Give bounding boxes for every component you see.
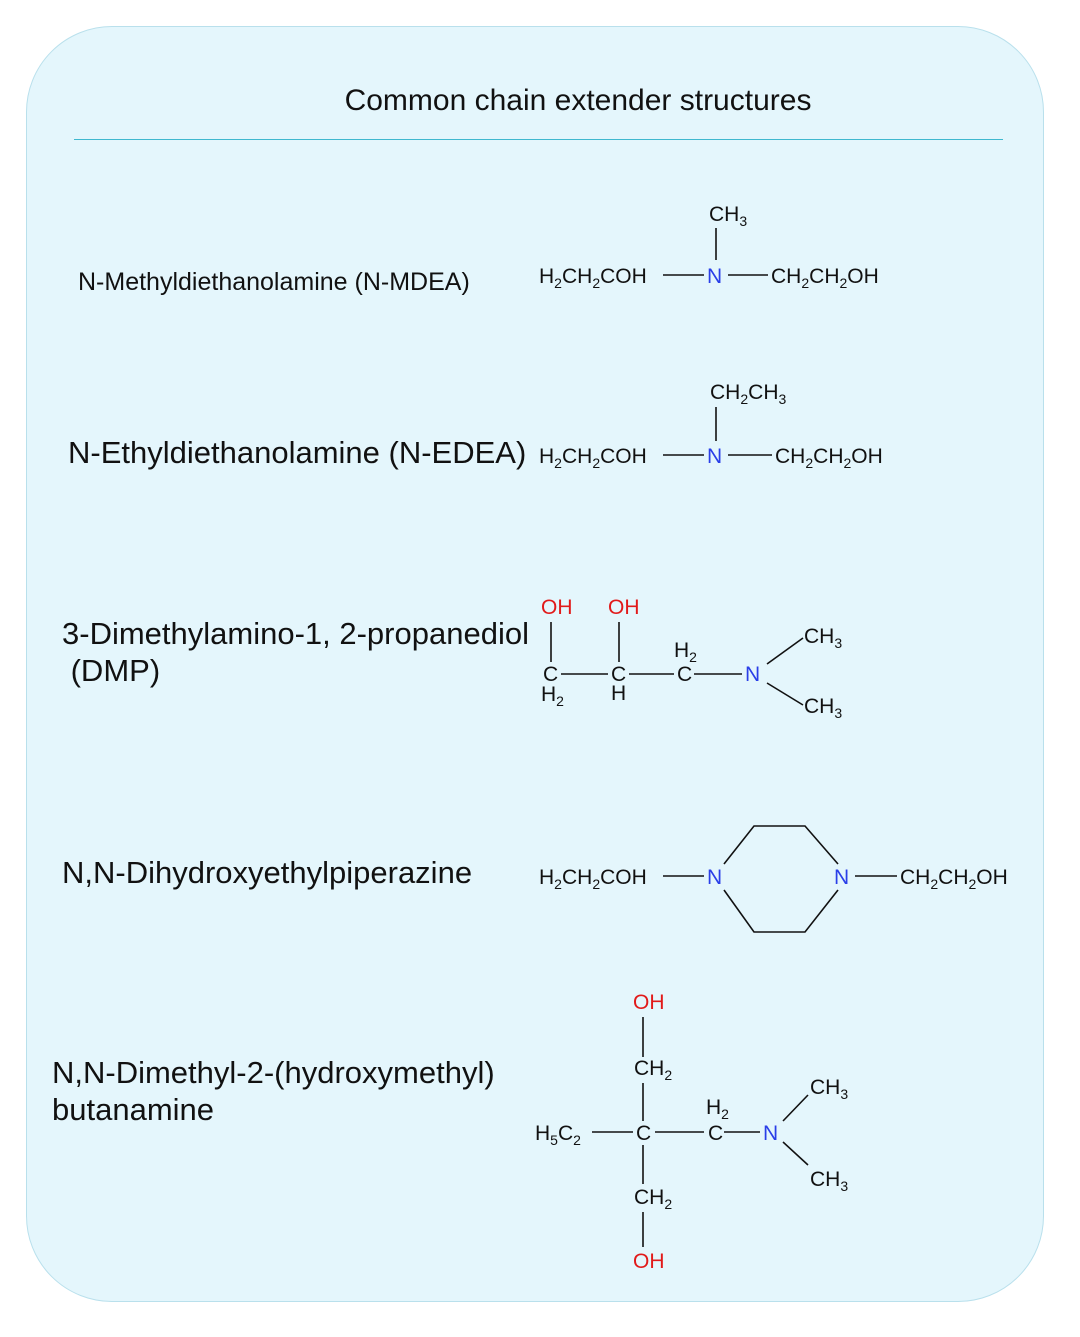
but-carbon-center: C xyxy=(636,1122,651,1145)
figure-card xyxy=(26,26,1044,1302)
dmp-h2-3: H2 xyxy=(674,639,697,665)
compound-name-dmp-line2: (DMP) xyxy=(62,652,161,688)
compound-name-dmp: 3-Dimethylamino-1, 2-propanediol (DMP) xyxy=(62,616,529,689)
but-carbon-ch2: C xyxy=(708,1122,723,1145)
but-methyl-1: CH3 xyxy=(810,1076,848,1102)
but-methylene-bottom: CH2 xyxy=(634,1186,672,1212)
structure-n-mdea: CH3 H2CH2COH N CH2CH2OH xyxy=(539,203,879,291)
dmp-methyl-2: CH3 xyxy=(804,695,842,721)
mdea-nitrogen: N xyxy=(707,265,722,288)
pip-right-group: CH2CH2OH xyxy=(900,866,1008,892)
structure-butanamine: OH CH2 H5C2 C H2 C N CH3 CH3 CH2 OH xyxy=(535,991,848,1273)
pip-nitrogen-2: N xyxy=(834,866,849,889)
but-methyl-2: CH3 xyxy=(810,1168,848,1194)
pip-ring-top xyxy=(723,825,839,865)
dmp-carbon-1: C xyxy=(543,663,558,686)
but-bond-n-me2 xyxy=(782,1141,809,1166)
title-divider xyxy=(74,139,1003,140)
edea-left-group: H2CH2COH xyxy=(539,445,647,471)
edea-right-group: CH2CH2OH xyxy=(775,445,883,471)
dmp-nitrogen: N xyxy=(745,663,760,686)
mdea-left-group: H2CH2COH xyxy=(539,265,647,291)
but-hydroxyl-top: OH xyxy=(633,991,665,1014)
pip-ring-bottom xyxy=(723,889,839,933)
structure-n-edea: CH2CH3 H2CH2COH N CH2CH2OH xyxy=(539,381,883,471)
but-bond-n-me1 xyxy=(782,1094,809,1122)
but-methylene-top: CH2 xyxy=(634,1057,672,1083)
dmp-h2-1: H2 xyxy=(541,683,564,709)
compound-name-butanamine-line1: N,N-Dimethyl-2-(hydroxymethyl) xyxy=(52,1055,495,1090)
dmp-bond-n-me1 xyxy=(766,637,804,665)
edea-nitrogen: N xyxy=(707,445,722,468)
pip-left-group: H2CH2COH xyxy=(539,866,647,892)
mdea-right-group: CH2CH2OH xyxy=(771,265,879,291)
but-nitrogen: N xyxy=(763,1122,778,1145)
dmp-carbon-2: C xyxy=(611,663,626,686)
compound-name-dmp-line1: 3-Dimethylamino-1, 2-propanediol xyxy=(62,616,529,651)
dmp-hydroxyl-1: OH xyxy=(541,596,573,619)
dmp-hydrogen: H xyxy=(611,682,626,705)
but-hydroxyl-bottom: OH xyxy=(633,1250,665,1273)
dmp-hydroxyl-2: OH xyxy=(608,596,640,619)
compound-name-butanamine-line2: butanamine xyxy=(52,1091,215,1127)
pip-nitrogen-1: N xyxy=(707,866,722,889)
edea-top-group: CH2CH3 xyxy=(710,381,786,407)
dmp-bond-n-me2 xyxy=(766,682,804,706)
compound-name-butanamine: N,N-Dimethyl-2-(hydroxymethyl) butanamin… xyxy=(52,1055,495,1128)
compound-name-piperazine: N,N-Dihydroxyethylpiperazine xyxy=(62,855,473,890)
mdea-top-group: CH3 xyxy=(709,203,747,229)
figure-title: Common chain extender structures xyxy=(344,84,812,117)
but-h2: H2 xyxy=(706,1096,729,1122)
structure-piperazine: H2CH2COH N N CH2CH2OH xyxy=(539,825,1008,933)
dmp-methyl-1: CH3 xyxy=(804,625,842,651)
compound-name-n-edea: N-Ethyldiethanolamine (N-EDEA) xyxy=(68,435,527,470)
compound-name-n-mdea: N-Methyldiethanolamine (N-MDEA) xyxy=(78,268,470,296)
but-ethyl: H5C2 xyxy=(535,1122,581,1148)
dmp-carbon-3: C xyxy=(677,663,692,686)
structure-dmp: OH OH C H2 C H H2 C N CH3 CH3 xyxy=(541,596,842,721)
